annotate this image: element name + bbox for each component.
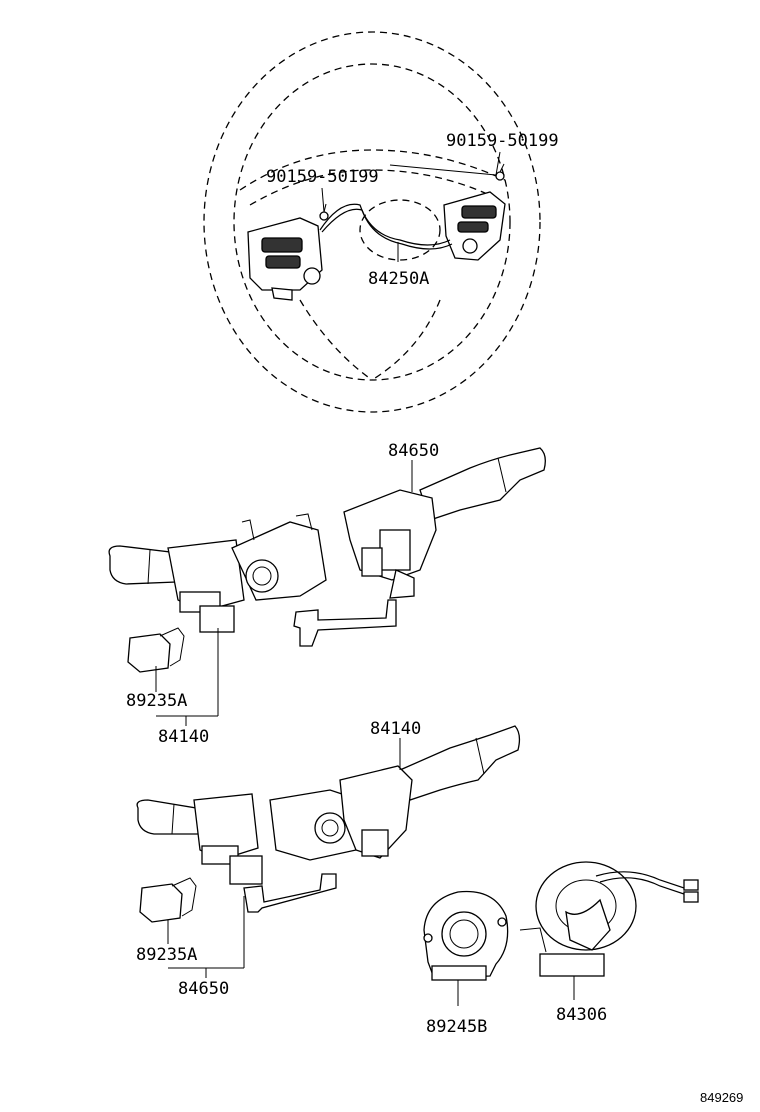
leader-bolt-right — [389, 164, 497, 176]
leader-bolt-left — [321, 187, 325, 213]
label-switch-top-bottom: 84140 — [158, 727, 209, 747]
drawing-code: 849269 — [700, 1090, 743, 1105]
label-spiral-cable: 84306 — [556, 1005, 607, 1025]
label-harness: 84250A — [368, 269, 429, 289]
leader-bolt-right-2 — [495, 151, 501, 176]
left-steering-pad-switch — [247, 217, 323, 301]
label-bolt-right: 90159-50199 — [446, 131, 559, 151]
top-switch-assembly — [108, 447, 546, 673]
leader-top-group — [155, 628, 219, 726]
bottom-switch-assembly — [136, 725, 521, 923]
spiral-cable — [519, 861, 699, 977]
steering-sensor — [423, 890, 509, 981]
label-switch-bottom-bottom: 84650 — [178, 979, 229, 999]
label-switch-bottom-top: 84140 — [370, 719, 421, 739]
harness-wire — [319, 203, 453, 250]
bolt-right-icon — [495, 163, 505, 181]
label-connector-top: 89235A — [126, 691, 187, 711]
label-sensor: 89245B — [426, 1017, 487, 1037]
right-steering-pad-switch — [443, 191, 506, 261]
leader-bottom-group — [167, 896, 245, 978]
label-bolt-left: 90159-50199 — [266, 167, 379, 187]
steering-wheel-outline — [203, 31, 541, 413]
label-connector-bottom: 89235A — [136, 945, 197, 965]
label-switch-top-right: 84650 — [388, 441, 439, 461]
